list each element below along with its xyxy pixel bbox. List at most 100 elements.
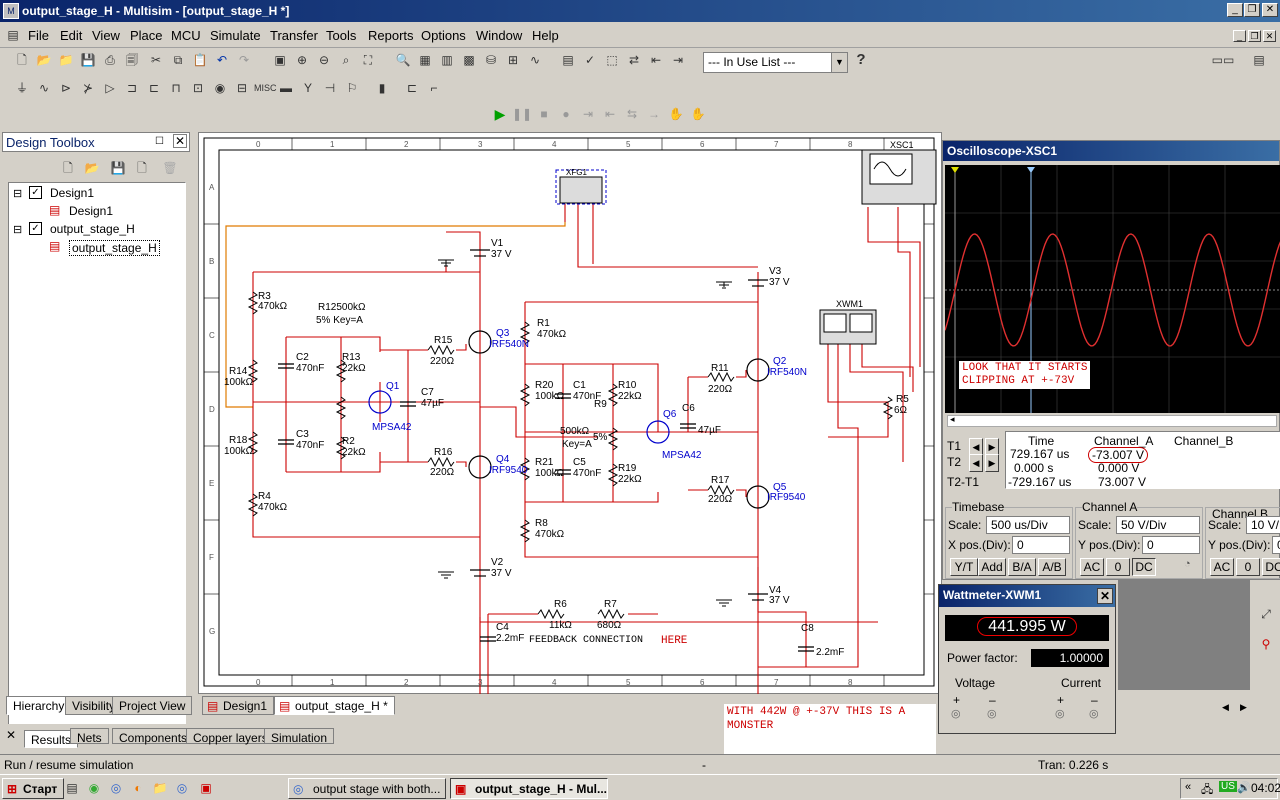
zoom-in-icon[interactable]: ⊕ (296, 53, 308, 67)
yt-button[interactable]: Y/T (950, 558, 978, 576)
place-peripheral-icon[interactable]: ▬ (280, 81, 292, 95)
toggle-breakpoint-icon[interactable]: ✋ (668, 107, 684, 121)
undo-icon[interactable]: ↶ (216, 53, 228, 67)
pause-at-next-icon[interactable]: ● (562, 107, 570, 121)
stop-icon[interactable]: ■ (540, 107, 548, 121)
volume-icon[interactable]: 🔊 (1237, 782, 1251, 794)
close-button[interactable]: ✕ (1262, 3, 1278, 17)
print-icon[interactable]: ⎙ (105, 53, 115, 67)
place-ttl-icon[interactable]: ⊐ (126, 81, 138, 95)
layout-icon[interactable]: ▭▭ (1211, 53, 1235, 67)
copy-icon[interactable]: ⧉ (173, 53, 183, 67)
place-mixed-icon[interactable]: ⊡ (192, 81, 204, 95)
quicklaunch-folder-icon[interactable]: 📁 (152, 781, 168, 795)
pause-icon[interactable]: ❚❚ (512, 107, 533, 121)
minimize-button[interactable]: _ (1227, 3, 1243, 17)
channel-a-dc-button[interactable]: DC (1132, 558, 1156, 576)
remove-breakpoints-icon[interactable]: ✋ (690, 107, 706, 121)
start-button[interactable]: ⊞ Старт (2, 778, 65, 799)
scroll-left-icon[interactable]: ◂ (950, 414, 955, 424)
tree-expander-icon[interactable]: ⊟ (13, 188, 23, 200)
zoom-area-icon[interactable]: ⌕ (342, 53, 350, 67)
chevron-down-icon[interactable]: ▼ (831, 53, 847, 72)
ba-button[interactable]: B/A (1008, 558, 1036, 576)
place-mcu-icon[interactable]: ⚐ (346, 81, 358, 95)
tree-item-design1[interactable]: Design1 (50, 186, 95, 200)
quicklaunch-chrome-icon[interactable]: ◉ (88, 781, 100, 795)
step-over-icon[interactable]: ⇤ (604, 107, 616, 121)
tab-design1[interactable]: ▤ Design1 (202, 696, 275, 715)
oscilloscope-screen[interactable] (945, 165, 1280, 413)
checkbox-design1[interactable]: ✓ (29, 186, 42, 199)
open-sample-icon[interactable]: 📁 (58, 53, 74, 67)
new-icon[interactable]: 🗋 (17, 53, 27, 67)
tab-project-view[interactable]: Project View (112, 696, 193, 715)
place-source-icon[interactable]: ⏚ (15, 81, 28, 95)
print-preview-icon[interactable]: 🗐 (126, 53, 138, 67)
menu-help[interactable]: Help (532, 28, 559, 43)
paste-icon[interactable]: 📋 (192, 53, 208, 67)
step-into-icon[interactable]: ⇥ (582, 107, 594, 121)
task-output-stage-both[interactable]: ◎ output stage with both... (288, 778, 446, 799)
place-hb-icon[interactable]: ▮ (378, 81, 386, 95)
quicklaunch-multisim-icon[interactable]: ▣ (200, 781, 212, 795)
timebase-scale-field[interactable]: 500 us/Div (986, 516, 1070, 534)
xpos-field[interactable]: 0 (1012, 536, 1070, 554)
menu-mcu[interactable]: MCU (171, 28, 201, 43)
place-misc-digital-icon[interactable]: ⊓ (171, 81, 181, 95)
channel-a-zero-button[interactable]: 0 (1106, 558, 1130, 576)
save-icon[interactable]: 💾 (80, 53, 96, 67)
network-icon[interactable]: 🖧 (1201, 784, 1214, 796)
step-out-icon[interactable]: ⇆ (626, 107, 638, 121)
close-icon[interactable]: ✕ (6, 728, 17, 742)
menu-reports[interactable]: Reports (368, 28, 414, 43)
place-diode-icon[interactable]: ⊳ (60, 81, 72, 95)
grapher-icon[interactable]: ∿ (529, 53, 541, 67)
close-icon[interactable]: ✕ (173, 134, 187, 148)
t1-left-arrow[interactable]: ◀ (969, 438, 983, 456)
tab-output-stage[interactable]: ▤ output_stage_H * (274, 696, 395, 715)
new-design-icon[interactable]: 🗋 (63, 161, 73, 175)
current-minus-terminal-icon[interactable]: ◎ (1089, 708, 1099, 720)
toolbox-toggle-icon[interactable]: ▥ (441, 53, 453, 67)
channel-a-knob-icon[interactable]: ◔ (1184, 558, 1191, 570)
maximize-button[interactable]: ❐ (1244, 3, 1260, 17)
channel-b-zero-button[interactable]: 0 (1236, 558, 1260, 576)
erc-icon[interactable]: ▤ (562, 53, 574, 67)
menu-tools[interactable]: Tools (326, 28, 357, 43)
spreadsheet-view-icon[interactable]: ▦ (419, 53, 431, 67)
erc-check-icon[interactable]: ✓ (584, 53, 596, 67)
channel-a-ac-button[interactable]: AC (1080, 558, 1104, 576)
breadboard-icon[interactable]: ⬚ (606, 53, 618, 67)
place-rf-icon[interactable]: Y (303, 81, 312, 95)
checkbox-output-stage[interactable]: ✓ (29, 222, 42, 235)
tree-expander-icon[interactable]: ⊟ (13, 224, 23, 236)
tray-expand-icon[interactable]: « (1185, 781, 1192, 793)
forward-annotate-icon[interactable]: ⇥ (672, 53, 684, 67)
add-button[interactable]: Add (978, 558, 1006, 576)
redo-icon[interactable]: ↷ (238, 53, 250, 67)
place-connector-icon[interactable]: ⌐ (430, 81, 438, 95)
menu-view[interactable]: View (92, 28, 120, 43)
database-icon[interactable]: ⛁ (485, 53, 497, 67)
fullscreen-icon[interactable]: ▣ (274, 53, 286, 67)
channel-b-scale-field[interactable]: 10 V/Di (1246, 516, 1280, 534)
run-to-cursor-icon[interactable]: → (648, 107, 660, 121)
multisim-app-icon[interactable]: M (3, 3, 19, 19)
place-bus-icon[interactable]: ⊏ (406, 81, 418, 95)
t2-left-arrow[interactable]: ◀ (969, 454, 983, 472)
place-cmos-icon[interactable]: ⊏ (148, 81, 160, 95)
quicklaunch-browser-icon[interactable]: ◎ (110, 781, 122, 795)
tree-item-output-stage-sheet[interactable]: output_stage_H (69, 240, 160, 256)
scroll-right-icon[interactable]: ▶ (1240, 702, 1247, 712)
schematic-drawing[interactable] (198, 132, 942, 694)
ab-button[interactable]: A/B (1038, 558, 1066, 576)
quicklaunch-desktop-icon[interactable]: ▤ (66, 781, 78, 795)
delete-sheet-icon[interactable]: 🗑 (162, 161, 178, 175)
channel-b-ac-button[interactable]: AC (1210, 558, 1234, 576)
tree-item-design1-sheet[interactable]: Design1 (69, 204, 114, 218)
channel-b-ypos-field[interactable]: 0 (1272, 536, 1280, 554)
close-icon[interactable]: ✕ (1097, 588, 1113, 604)
tree-item-output-stage[interactable]: output_stage_H (50, 222, 135, 236)
scroll-left-icon[interactable]: ◀ (1222, 702, 1229, 712)
